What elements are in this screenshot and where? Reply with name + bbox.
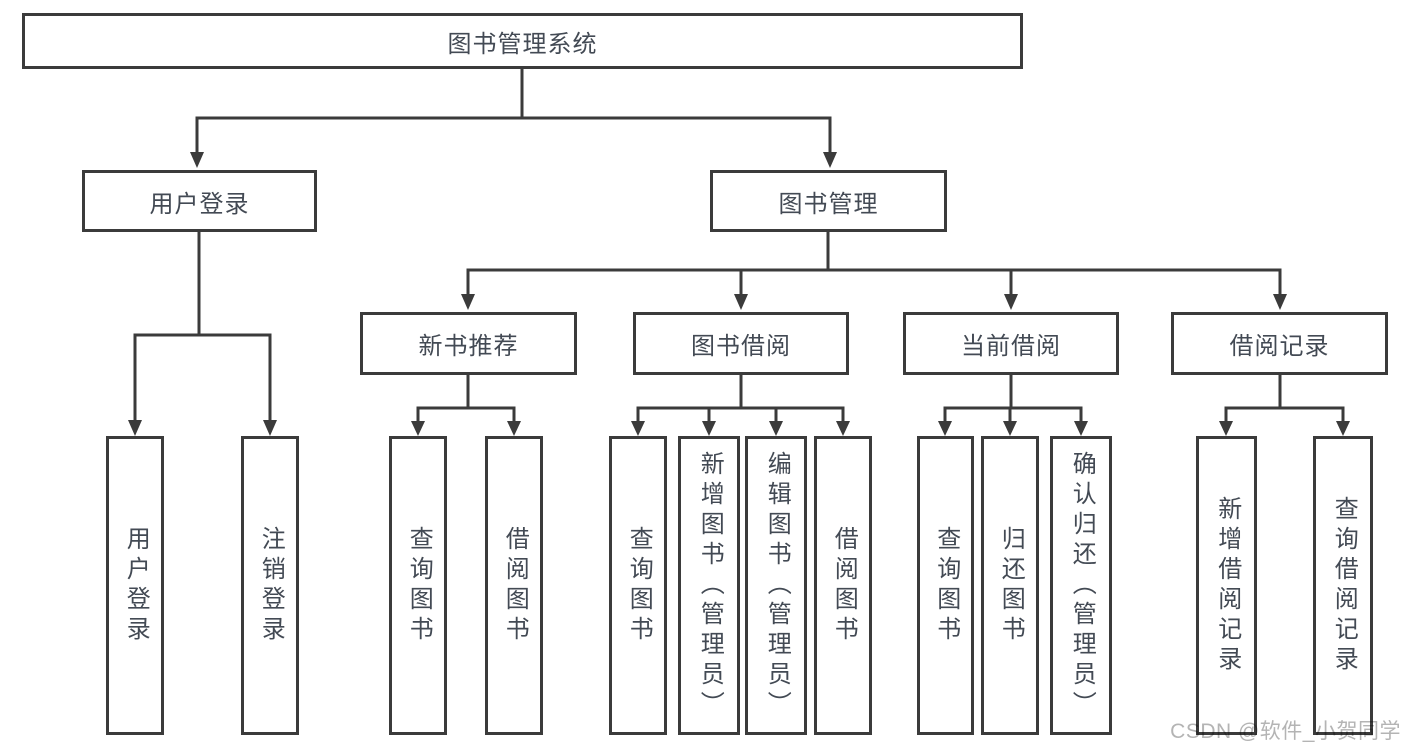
arrow-down-icon bbox=[507, 421, 521, 436]
leaf-query-books-borrowing-label: 查询图书 bbox=[625, 525, 653, 646]
leaf-query-books-current-label: 查询图书 bbox=[932, 525, 960, 646]
leaf-query-books-recommend: 查询图书 bbox=[389, 436, 447, 735]
leaf-borrow-books-borrowing-label: 借阅图书 bbox=[830, 525, 858, 646]
leaf-add-borrow-record-label: 新增借阅记录 bbox=[1213, 495, 1241, 676]
leaf-add-borrow-record: 新增借阅记录 bbox=[1196, 436, 1257, 735]
leaf-return-book-label: 归还图书 bbox=[997, 525, 1025, 646]
node-book-borrowing: 图书借阅 bbox=[633, 312, 849, 375]
leaf-edit-book-admin: 编辑图书（管理员） bbox=[745, 436, 807, 735]
leaf-confirm-return-admin-label: 确认归还（管理员） bbox=[1068, 450, 1096, 721]
leaf-borrow-books-recommend-label: 借阅图书 bbox=[501, 525, 529, 646]
leaf-user-login: 用户登录 bbox=[106, 436, 164, 735]
node-current-borrowing-label: 当前借阅 bbox=[961, 333, 1061, 360]
leaf-logout-login-label: 注销登录 bbox=[257, 525, 285, 646]
leaf-query-borrow-record-label: 查询借阅记录 bbox=[1330, 495, 1358, 676]
csdn-watermark: CSDN @软件_小贺同学 bbox=[1170, 720, 1401, 743]
leaf-query-books-recommend-label: 查询图书 bbox=[405, 525, 433, 646]
arrow-down-icon bbox=[1273, 294, 1287, 310]
arrow-down-icon bbox=[1074, 421, 1088, 436]
connector-current-borrowing bbox=[938, 374, 1088, 436]
arrow-down-icon bbox=[702, 421, 716, 436]
arrow-down-icon bbox=[128, 420, 142, 436]
connector-new-book-recommend bbox=[411, 374, 521, 436]
leaf-borrow-books-recommend: 借阅图书 bbox=[485, 436, 543, 735]
arrow-down-icon bbox=[769, 421, 783, 436]
arrow-down-icon bbox=[1336, 421, 1350, 436]
arrow-down-icon bbox=[1004, 294, 1018, 310]
arrow-down-icon bbox=[836, 421, 850, 436]
leaf-confirm-return-admin: 确认归还（管理员） bbox=[1050, 436, 1112, 735]
connector-borrowing-records bbox=[1219, 374, 1350, 436]
node-book-borrowing-label: 图书借阅 bbox=[691, 333, 791, 360]
leaf-add-book-admin: 新增图书（管理员） bbox=[678, 436, 740, 735]
arrow-down-icon bbox=[1003, 421, 1017, 436]
leaf-return-book: 归还图书 bbox=[981, 436, 1039, 735]
node-book-management-label: 图书管理 bbox=[778, 190, 879, 218]
arrow-down-icon bbox=[631, 421, 645, 436]
leaf-logout-login: 注销登录 bbox=[241, 436, 299, 735]
arrow-down-icon bbox=[938, 421, 952, 436]
node-borrowing-records: 借阅记录 bbox=[1171, 312, 1388, 375]
node-user-login-label: 用户登录 bbox=[149, 190, 250, 218]
connector-root bbox=[190, 67, 837, 168]
node-root-label: 图书管理系统 bbox=[447, 30, 598, 58]
arrow-down-icon bbox=[734, 294, 748, 310]
node-root: 图书管理系统 bbox=[22, 13, 1023, 69]
arrow-down-icon bbox=[461, 294, 475, 310]
leaf-query-books-current: 查询图书 bbox=[917, 436, 974, 735]
arrow-down-icon bbox=[823, 152, 837, 168]
node-borrowing-records-label: 借阅记录 bbox=[1229, 333, 1330, 360]
node-current-borrowing: 当前借阅 bbox=[903, 312, 1119, 375]
arrow-down-icon bbox=[263, 420, 277, 436]
leaf-edit-book-admin-label: 编辑图书（管理员） bbox=[763, 450, 791, 721]
connector-user-login bbox=[128, 231, 277, 436]
node-user-login: 用户登录 bbox=[82, 170, 317, 232]
node-new-book-recommend: 新书推荐 bbox=[360, 312, 577, 375]
arrow-down-icon bbox=[411, 421, 425, 436]
arrow-down-icon bbox=[190, 152, 204, 168]
connector-book-management bbox=[461, 231, 1287, 310]
leaf-borrow-books-borrowing: 借阅图书 bbox=[814, 436, 872, 735]
leaf-query-borrow-record: 查询借阅记录 bbox=[1313, 436, 1373, 735]
leaf-query-books-borrowing: 查询图书 bbox=[609, 436, 667, 735]
connector-book-borrowing bbox=[631, 374, 850, 436]
leaf-add-book-admin-label: 新增图书（管理员） bbox=[696, 450, 724, 721]
node-book-management: 图书管理 bbox=[710, 170, 947, 232]
leaf-user-login-label: 用户登录 bbox=[122, 525, 150, 646]
node-new-book-recommend-label: 新书推荐 bbox=[418, 333, 519, 360]
arrow-down-icon bbox=[1219, 421, 1233, 436]
